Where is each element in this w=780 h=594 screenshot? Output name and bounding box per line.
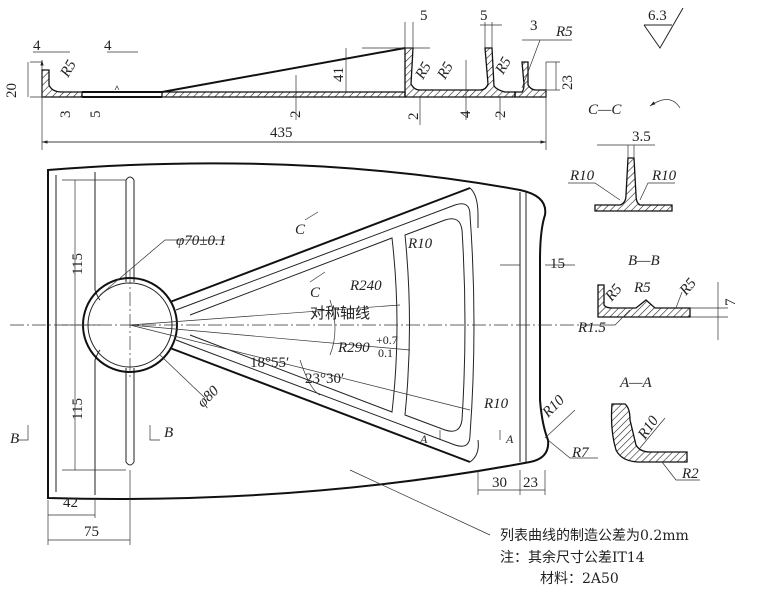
dim-r5-inner-left: R5 — [412, 59, 435, 83]
dim-r10-left: R10 — [569, 168, 595, 184]
plan-view: C C φ70±0.1 R10 R240 对称轴线 15 115 115 R29… — [10, 162, 598, 545]
section-aa-title: A—A — [619, 375, 653, 391]
r290-lower-tol: 0.1 — [378, 346, 393, 360]
dim-r5-top-right: R5 — [555, 24, 573, 40]
section-b-marker-left: B — [10, 431, 19, 447]
part-outline — [47, 162, 550, 500]
section-a-a: A—A R10 R2 — [610, 375, 700, 482]
technical-notes: 列表曲线的制造公差为0.2mm 注：其余尺寸公差IT14 材料：2A50 — [500, 528, 689, 587]
dim-hub-outer: φ80 — [195, 383, 223, 411]
dim-23: 23 — [523, 475, 538, 491]
top-section-view: 4 4 5 5 3 R5 20 R5 41 R5 R5 R5 23 3 5 2 … — [4, 8, 576, 150]
note-curve-tolerance: 列表曲线的制造公差为0.2mm — [500, 528, 689, 544]
dim-23-height: 23 — [560, 75, 576, 90]
dim-r5-left: R5 — [57, 57, 80, 81]
note-general-tolerance: 注：其余尺寸公差IT14 — [500, 549, 645, 566]
dim-5-thickness: 5 — [88, 111, 104, 119]
symmetry-axis-label: 对称轴线 — [310, 305, 370, 322]
section-bb-title: B—B — [628, 253, 660, 269]
dim-r10-right: R10 — [539, 392, 568, 421]
dim-r5-right: R5 — [492, 54, 515, 78]
dim-3-thickness: 3 — [58, 111, 74, 119]
section-b-marker-right: B — [164, 425, 173, 441]
dim-115-bottom: 115 — [70, 398, 86, 420]
section-c-c: C—C 3.5 R10 R10 — [568, 99, 681, 212]
section-cc-title: C—C — [588, 102, 622, 118]
dim-r10-top: R10 — [407, 236, 433, 252]
dim-115-top: 115 — [70, 253, 86, 275]
dim-5-left-wall: 5 — [420, 8, 428, 24]
dim-3-5: 3.5 — [632, 129, 651, 145]
dim-15: 15 — [550, 256, 565, 272]
dim-5-right-wall: 5 — [480, 8, 488, 24]
dim-r5-b: R5 — [633, 280, 651, 296]
dim-r10-right: R10 — [651, 168, 677, 184]
surface-roughness-symbol: 6.3 — [643, 7, 684, 49]
section-a-marker-right: A — [505, 432, 514, 446]
dim-41-height: 41 — [331, 67, 347, 82]
dim-r10: R10 — [635, 413, 663, 443]
r290-upper-tol: +0.7 — [376, 333, 398, 347]
dim-2-right: 2 — [493, 111, 509, 119]
note-material: 材料：2A50 — [540, 571, 619, 587]
section-c-marker-bottom: C — [310, 285, 321, 301]
dim-r240: R240 — [349, 278, 382, 294]
section-c-marker-top: C — [295, 222, 306, 238]
dim-hub-bore: φ70±0.1 — [176, 233, 226, 249]
dim-2-pocket: 2 — [406, 113, 422, 121]
dim-angle-23-30: 23°30′ — [305, 371, 344, 387]
dim-r5-a: R5 — [602, 281, 626, 305]
dim-4-slot: 4 — [104, 38, 112, 54]
dim-20-height: 20 — [4, 83, 20, 98]
dim-3-right: 3 — [530, 18, 538, 34]
roughness-value: 6.3 — [648, 8, 667, 24]
dim-30: 30 — [492, 475, 507, 491]
dim-7: 7 — [723, 298, 739, 306]
dim-r10-mid: R10 — [483, 396, 509, 412]
dim-435-length: 435 — [270, 125, 293, 141]
dim-2-web: 2 — [288, 111, 304, 119]
dim-r2: R2 — [681, 466, 699, 482]
r290-value: R290 — [337, 340, 370, 356]
section-b-b: B—B R5 R5 R5 7 R1.5 — [577, 253, 739, 340]
dim-42: 42 — [63, 495, 78, 511]
section-a-marker-left: A — [419, 432, 428, 446]
dim-r290: R290 +0.7 0.1 — [337, 333, 398, 360]
dim-r1-5: R1.5 — [577, 320, 606, 336]
dim-angle-18-55: 18°55′ — [250, 355, 289, 371]
dim-75: 75 — [84, 524, 99, 540]
dim-4-left: 4 — [33, 38, 41, 54]
dim-4-thickness: 4 — [458, 110, 474, 118]
dim-r5-c: R5 — [676, 275, 700, 299]
dim-r7: R7 — [571, 445, 590, 461]
dim-r5-inner-right: R5 — [434, 59, 457, 83]
